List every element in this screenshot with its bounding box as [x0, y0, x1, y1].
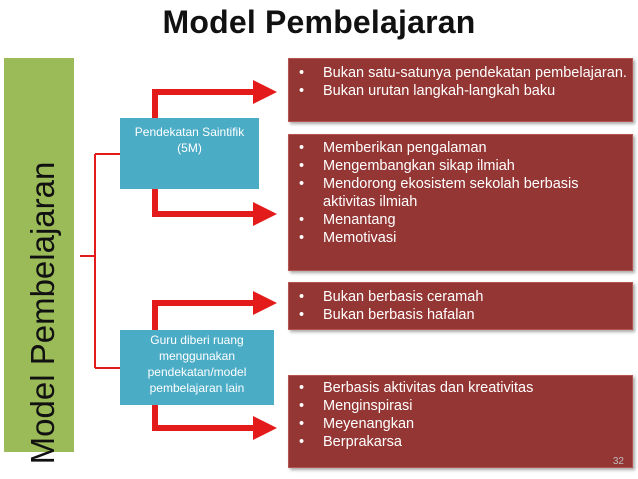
list-item: Mengembangkan sikap ilmiah [289, 157, 632, 175]
list-item: Menginspirasi [289, 397, 632, 415]
slide-title: Model Pembelajaran [162, 4, 476, 40]
list-item: Bukan satu-satunya pendekatan pembelajar… [289, 64, 632, 82]
list-item: Berprakarsa [289, 433, 632, 451]
list-item: Bukan berbasis ceramah [289, 288, 632, 306]
list-item: Bukan berbasis hafalan [289, 306, 632, 324]
list-item: Bukan urutan langkah-langkah baku [289, 82, 632, 100]
detail-saintifik-not: Bukan satu-satunya pendekatan pembelajar… [288, 58, 633, 122]
arrow-guru-not [152, 291, 277, 330]
arrow-saintifik-not [152, 80, 277, 118]
node-saintifik-line2: (5M) [177, 141, 202, 155]
node-guru-line4: pembelajaran lain [149, 381, 245, 395]
list-item: Memberikan pengalaman [289, 139, 632, 157]
detail-guru-does: Berbasis aktivitas dan kreativitas Mengi… [288, 375, 633, 468]
list-item: Meyenangkan [289, 415, 632, 433]
node-guru-line2: menggunakan [158, 349, 236, 363]
node-saintifik-line1: Pendekatan Saintifik [134, 125, 245, 139]
node-guru-line1: Guru diberi ruang [150, 333, 244, 347]
side-label-bar: Model Pembelajaran [4, 58, 74, 464]
node-pendekatan-saintifik: Pendekatan Saintifik (5M) [120, 118, 259, 189]
arrow-saintifik-does [152, 189, 277, 226]
node-guru-diberi-ruang: Guru diberi ruang menggunakan pendekatan… [120, 330, 274, 405]
list-item: Mendorong ekosistem sekolah berbasis akt… [289, 175, 632, 211]
node-guru-line3: pendekatan/model [147, 365, 247, 379]
bracket-connector [80, 153, 120, 369]
detail-saintifik-does: Memberikan pengalaman Mengembangkan sika… [288, 134, 633, 271]
list-item: Memotivasi [289, 229, 632, 247]
arrow-guru-does [152, 405, 277, 440]
page-number: 32 [612, 456, 624, 467]
list-item: Berbasis aktivitas dan kreativitas [289, 379, 632, 397]
detail-guru-not: Bukan berbasis ceramah Bukan berbasis ha… [288, 282, 633, 330]
list-item: Menantang [289, 211, 632, 229]
